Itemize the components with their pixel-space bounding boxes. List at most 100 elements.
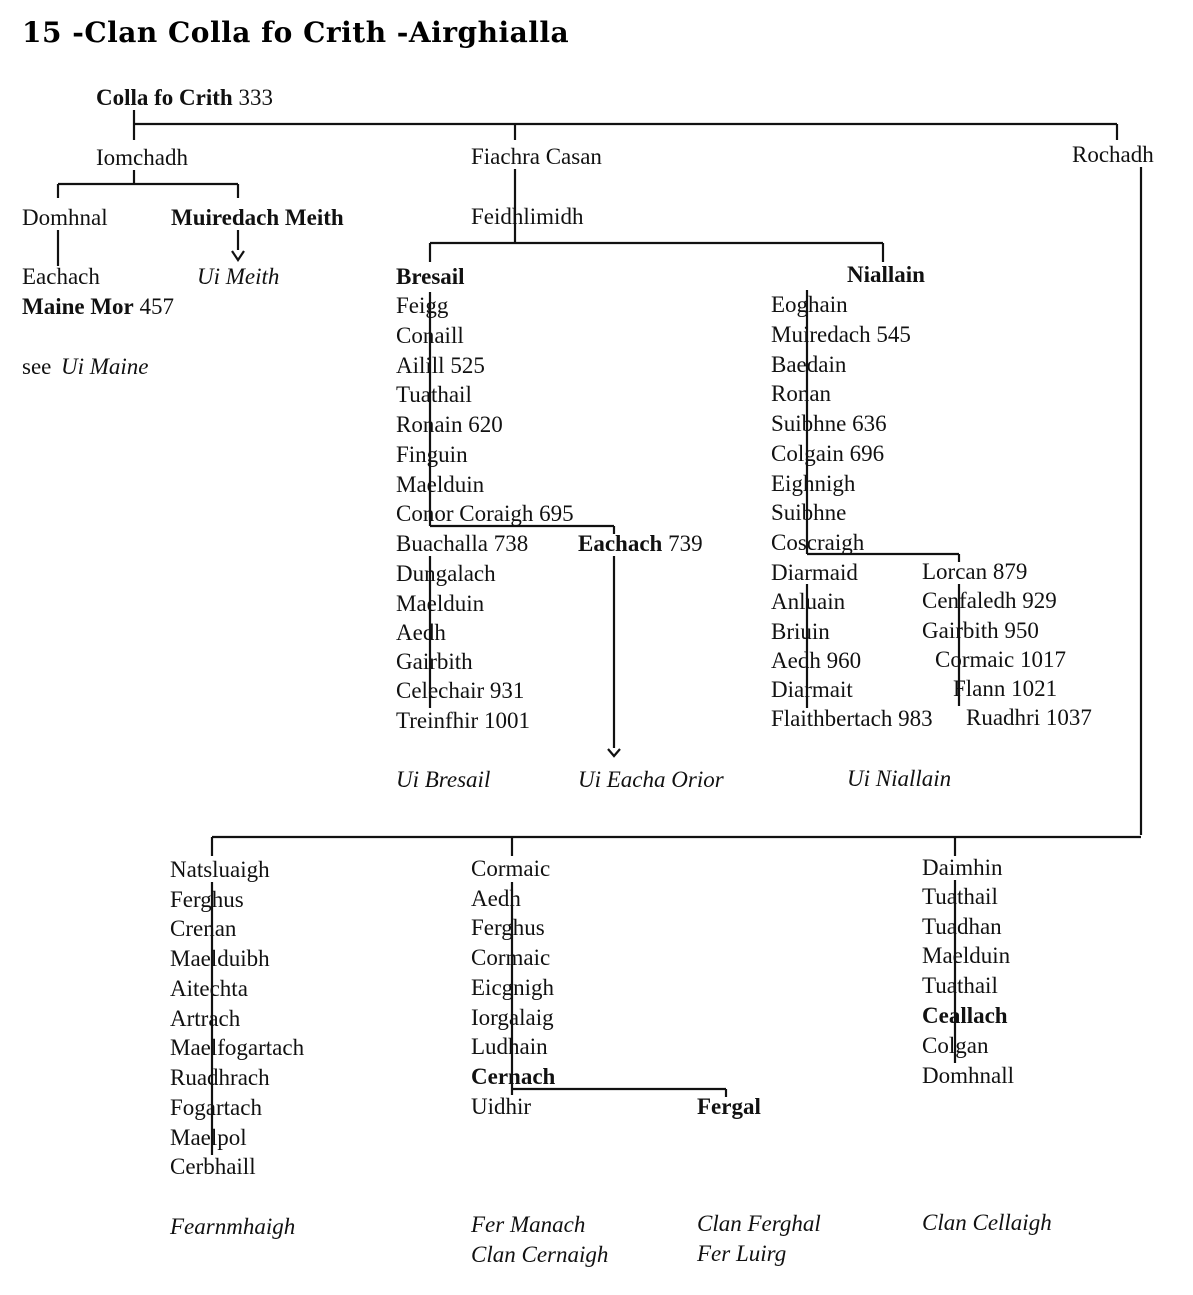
person-name: Tuathail	[396, 382, 472, 407]
person-year: 950	[1004, 618, 1039, 643]
person-gairbith-b: Gairbith	[396, 649, 473, 675]
person-name: Eachach	[22, 264, 100, 289]
person-name: Finguin	[396, 442, 468, 467]
person-name: Cormaic	[471, 856, 551, 881]
person-tuathail-r1: Tuathail	[922, 884, 998, 910]
person-name: Dungalach	[396, 561, 496, 586]
person-ferghus-l: Ferghus	[170, 887, 244, 913]
person-name: Niallain	[847, 262, 925, 287]
person-name: Aedh	[396, 620, 446, 645]
person-briuin: Briuin	[771, 619, 830, 645]
person-name: Colgain	[771, 441, 844, 466]
person-maelduin-b1: Maelduin	[396, 472, 484, 498]
person-name: Feigg	[396, 293, 449, 318]
person-cormaic-n: Cormaic 1017	[935, 647, 1066, 673]
person-name: Flaithbertach	[771, 706, 893, 731]
person-name: Treinfhir	[396, 708, 479, 733]
person-natsluaigh: Natsluaigh	[170, 857, 270, 883]
person-name: Eoghain	[771, 292, 848, 317]
person-year: 620	[468, 412, 503, 437]
person-year: 739	[668, 531, 703, 556]
person-name: Fergal	[697, 1094, 761, 1119]
person-conaill: Conaill	[396, 323, 464, 349]
person-year: 695	[539, 501, 574, 526]
person-name: Ruadhri	[966, 705, 1041, 730]
person-year: 1037	[1045, 705, 1092, 730]
person-fogartach: Fogartach	[170, 1095, 262, 1121]
person-tuathail-b: Tuathail	[396, 382, 472, 408]
person-maelduibh: Maelduibh	[170, 946, 270, 972]
person-year: 636	[852, 411, 887, 436]
person-ruadhri: Ruadhri 1037	[966, 705, 1092, 731]
person-niallain: Niallain	[847, 262, 925, 288]
person-iomchadh: Iomchadh	[96, 145, 188, 171]
person-diarmait: Diarmait	[771, 677, 853, 703]
person-colgain: Colgain 696	[771, 441, 884, 467]
person-year: 457	[139, 294, 175, 319]
person-year: 931	[489, 678, 525, 703]
person-see-ui-maine-prefix: see	[22, 354, 51, 380]
person-aedh-m: Aedh	[471, 886, 521, 912]
person-name: Eicgnigh	[471, 975, 555, 1000]
person-name: Maelfogartach	[170, 1035, 305, 1060]
person-name: Maine Mor	[22, 294, 134, 319]
person-buachalla: Buachalla 738	[396, 531, 528, 557]
person-name: Cernach	[471, 1064, 556, 1089]
person-cenfaledh: Cenfaledh 929	[922, 588, 1057, 614]
person-lorcan: Lorcan 879	[922, 559, 1027, 585]
person-ronan-n: Ronan	[771, 381, 831, 407]
person-ui-eacha: Ui Eacha Orior	[578, 767, 724, 793]
person-year: 333	[238, 85, 273, 110]
person-year: 983	[898, 706, 933, 731]
person-name: Diarmait	[771, 677, 853, 702]
arrowhead-icon	[231, 250, 245, 262]
person-name: Maelduin	[396, 591, 485, 616]
person-see-ui-maine: Ui Maine	[61, 354, 149, 380]
person-coscraigh: Coscraigh	[771, 530, 864, 556]
person-name: Suibhne	[771, 411, 847, 436]
person-diarmaid: Diarmaid	[771, 560, 858, 586]
person-name: Iorgalaig	[471, 1005, 554, 1030]
person-name: Natsluaigh	[170, 857, 270, 882]
person-tuadhan: Tuadhan	[922, 914, 1002, 940]
person-uidhir: Uidhir	[471, 1094, 531, 1120]
person-year: 525	[450, 353, 485, 378]
person-name: Cenfaledh	[922, 588, 1017, 613]
person-name: Clan Ferghal	[697, 1211, 821, 1236]
person-name: Ronain	[396, 412, 463, 437]
person-ui-bresail: Ui Bresail	[396, 767, 490, 793]
person-treinfhir: Treinfhir 1001	[396, 708, 530, 734]
person-name: Ferghus	[170, 887, 244, 912]
person-name: Domhnal	[22, 205, 108, 230]
person-name: Fogartach	[170, 1095, 262, 1120]
person-name: Ruadhrach	[170, 1065, 270, 1090]
person-daimhin: Daimhin	[922, 855, 1003, 881]
person-name: Domhnall	[922, 1063, 1014, 1088]
person-fer-manach: Fer Manach	[471, 1212, 585, 1238]
person-year: 738	[493, 531, 529, 556]
person-ronain: Ronain 620	[396, 412, 503, 438]
person-aedh-n: Aedh 960	[771, 648, 861, 674]
person-name: Ui Maine	[61, 354, 149, 379]
person-name: Ludhain	[471, 1034, 548, 1059]
person-year: 1021	[1011, 676, 1058, 701]
person-gairbith-n: Gairbith 950	[922, 618, 1039, 644]
person-name: Maelduibh	[170, 946, 270, 971]
person-name: Anluain	[771, 589, 846, 614]
person-flann: Flann 1021	[953, 676, 1057, 702]
person-year: 879	[992, 559, 1028, 584]
person-name: Crenan	[170, 916, 237, 941]
person-name: Ui Meith	[197, 264, 280, 289]
person-year: 696	[849, 441, 885, 466]
person-name: Fer Manach	[471, 1212, 586, 1237]
person-fergal: Fergal	[697, 1094, 761, 1120]
person-clan-cernaigh: Clan Cernaigh	[471, 1242, 608, 1268]
person-name: Eighnigh	[771, 471, 856, 496]
person-tuathail-r2: Tuathail	[922, 973, 998, 999]
person-name: Maelpol	[170, 1125, 247, 1150]
person-name: Conor Coraigh	[396, 501, 534, 526]
person-fiachra: Fiachra Casan	[471, 144, 602, 170]
person-year: 960	[826, 648, 862, 673]
